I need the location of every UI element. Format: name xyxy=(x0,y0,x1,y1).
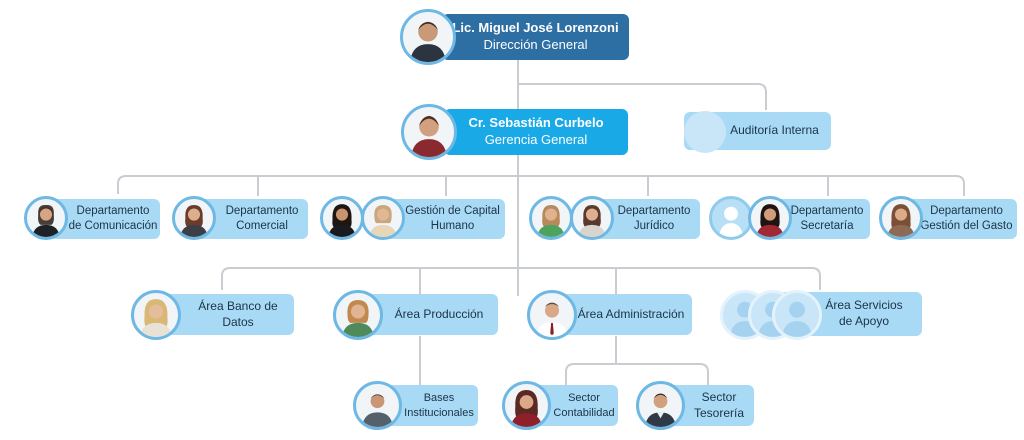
department-line2: Comercial xyxy=(236,220,288,232)
person-photo-icon xyxy=(131,290,181,340)
director-node[interactable]: Lic. Miguel José Lorenzoni Dirección Gen… xyxy=(442,14,629,60)
person-photo-icon xyxy=(24,196,68,240)
department-line2: Secretaría xyxy=(800,220,854,232)
area-line1: Área Administración xyxy=(577,306,685,321)
department-line1: Gestión de Capital xyxy=(405,205,500,218)
director-photo-icon xyxy=(400,9,456,65)
sectors-bus xyxy=(565,363,709,386)
person-photo-icon xyxy=(636,381,685,430)
sector-line1: Bases xyxy=(423,392,455,405)
department-line1: Departamento xyxy=(76,205,150,218)
sector-line2: Contabilidad xyxy=(553,406,615,419)
manager-role: Gerencia General xyxy=(484,132,588,147)
manager-name: Cr. Sebastián Curbelo xyxy=(468,115,604,131)
audit-placeholder-icon xyxy=(684,111,726,153)
audit-connector xyxy=(518,83,767,110)
sector-line2: Institucionales xyxy=(404,406,474,419)
manager-node[interactable]: Cr. Sebastián Curbelo Gerencia General xyxy=(444,109,628,155)
manager-photo-icon xyxy=(401,104,457,160)
sector-line2: Tesorería xyxy=(693,405,745,420)
area-line1: Área Producción xyxy=(394,306,484,321)
person-photo-icon xyxy=(879,196,923,240)
department-node-communication[interactable]: Departamento de Comunicación xyxy=(50,199,160,239)
sector-line1: Sector xyxy=(701,389,737,404)
person-photo-icon xyxy=(529,196,573,240)
person-photo-icon xyxy=(502,381,551,430)
audit-label: Auditoría Interna xyxy=(730,123,819,138)
department-line2: Gestión del Gasto xyxy=(920,220,1013,232)
person-photo-icon xyxy=(527,290,577,340)
person-photo-icon xyxy=(353,381,402,430)
person-photo-icon xyxy=(748,196,792,240)
director-name: Lic. Miguel José Lorenzoni xyxy=(452,20,619,36)
departments-bus xyxy=(117,175,965,196)
person-silhouette-icon xyxy=(709,196,753,240)
person-photo-icon xyxy=(320,196,364,240)
department-line1: Departamento xyxy=(225,205,299,218)
director-role: Dirección General xyxy=(483,37,588,52)
person-silhouette-icon xyxy=(772,290,822,340)
department-line1: Departamento xyxy=(790,205,864,218)
person-photo-icon xyxy=(172,196,216,240)
person-photo-icon xyxy=(361,196,405,240)
department-line2: Humano xyxy=(430,220,475,232)
person-photo-icon xyxy=(333,290,383,340)
department-line2: Jurídico xyxy=(633,220,675,232)
connectors xyxy=(117,60,965,390)
area-node-data-bank[interactable]: Área Banco de Datos xyxy=(160,294,294,335)
area-line1: Área Servicios xyxy=(825,298,903,313)
area-line2: de Apoyo xyxy=(838,314,890,328)
department-line1: Departamento xyxy=(617,205,691,218)
department-line2: de Comunicación xyxy=(68,220,158,232)
sector-line1: Sector xyxy=(568,392,600,405)
department-line1: Departamento xyxy=(930,205,1003,218)
areas-bus xyxy=(221,267,821,290)
area-line1: Área Banco de Datos xyxy=(198,298,278,329)
person-photo-icon xyxy=(570,196,614,240)
